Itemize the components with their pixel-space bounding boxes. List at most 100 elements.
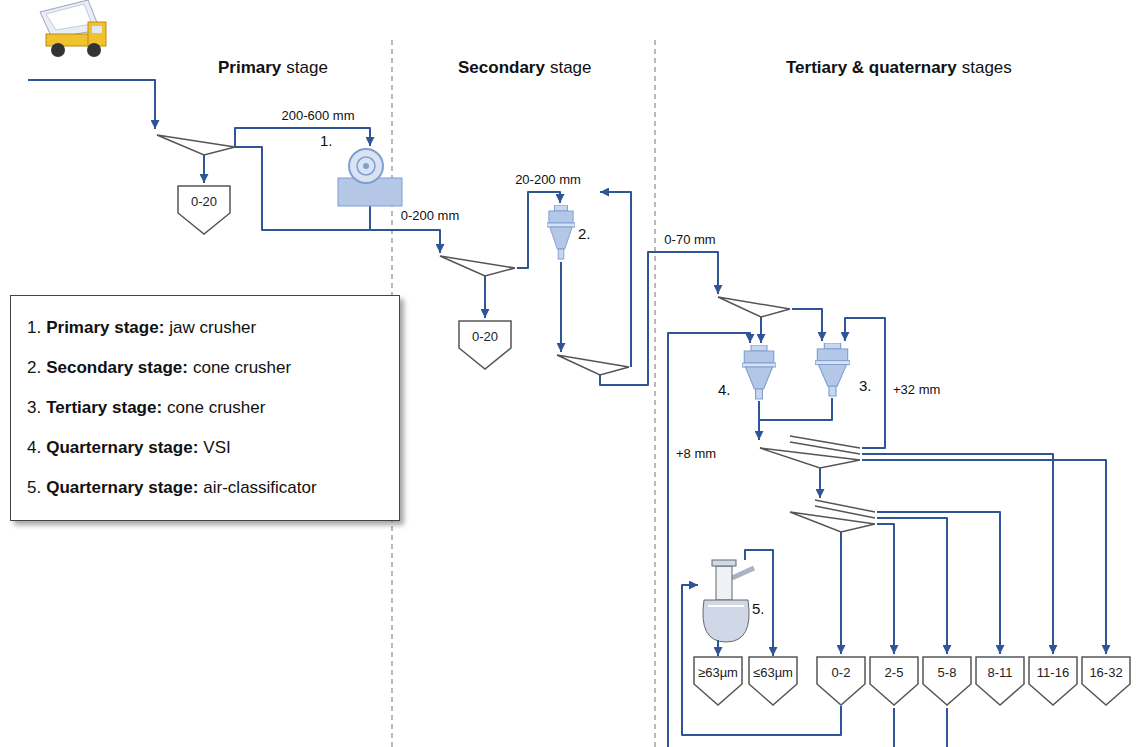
cone-crusher-icon <box>815 343 850 396</box>
legend-equipment: cone crusher <box>167 398 265 417</box>
vsi-icon <box>742 345 776 399</box>
air-classifier-icon <box>708 605 744 607</box>
flow-line <box>877 518 947 654</box>
flow-line <box>862 460 1106 654</box>
stage-divider <box>654 40 655 747</box>
callout-number: 5. <box>752 600 765 617</box>
stage-heading: stages <box>962 58 1012 78</box>
product-bin: 5-8 <box>922 656 972 706</box>
cone-crusher: 3. <box>813 343 875 400</box>
bin-outline <box>1081 656 1131 706</box>
flow-line <box>877 512 1000 654</box>
product-bin: ≥63µm <box>693 656 743 706</box>
size-label: 200-600 mm <box>282 108 355 123</box>
flow-line <box>28 80 155 129</box>
flow-line <box>668 333 750 747</box>
bin-label: 0-2 <box>832 665 851 680</box>
flow-line <box>369 206 371 230</box>
bin-label: 8-11 <box>987 665 1012 680</box>
cone-crusher-icon <box>547 205 575 259</box>
callout-number: 2. <box>578 225 591 242</box>
stage-heading: Tertiary & quaternary <box>786 58 957 78</box>
size-label: +8 mm <box>676 446 716 461</box>
flow-line <box>862 454 1053 654</box>
flow-line <box>28 80 1106 747</box>
flow-line <box>893 708 895 747</box>
bin-shape <box>1082 657 1130 705</box>
bin-shape <box>694 657 742 705</box>
flow-line <box>819 468 821 498</box>
flow-line <box>845 318 885 448</box>
flow-line <box>840 532 842 654</box>
jaw-crusher-icon <box>349 149 383 183</box>
air-classifier-icon <box>703 600 749 642</box>
dump-truck <box>92 26 102 33</box>
stage-heading: Secondary <box>458 58 545 78</box>
legend-row: 4.Quarternary stage:VSI <box>27 428 383 468</box>
screen-symbol <box>815 500 875 512</box>
bin-outline <box>869 656 919 706</box>
stage-heading: stage <box>550 58 592 78</box>
screen-symbol <box>557 355 629 375</box>
jaw-crusher: 1. <box>316 126 404 208</box>
flow-line <box>235 147 440 253</box>
bin-label: ≥63µm <box>698 665 738 680</box>
bin-shape <box>178 186 230 234</box>
flow-arrow <box>745 550 773 656</box>
legend-equipment: VSI <box>203 438 230 457</box>
bin-shape <box>976 657 1024 705</box>
bin-outline <box>975 656 1025 706</box>
stage-divider <box>392 40 655 747</box>
air-classifier-icon <box>732 568 754 578</box>
screen-symbol <box>760 448 860 468</box>
size-label: 0-70 mm <box>664 232 715 247</box>
vsi-crusher: 4. <box>714 343 778 402</box>
product-bin: 0-20 <box>177 185 231 235</box>
flow-line <box>759 398 832 420</box>
screen-symbol <box>440 256 515 276</box>
jaw-crusher-icon <box>338 149 402 206</box>
legend-row: 3.Tertiary stage:cone crusher <box>27 388 383 428</box>
screen-symbol <box>157 135 235 155</box>
bin-shape <box>459 321 511 369</box>
air-classifier-icon <box>716 566 732 600</box>
dump-truck <box>51 43 65 57</box>
dump-truck <box>40 0 106 57</box>
screen-symbol <box>718 297 790 317</box>
callout-number: 3. <box>859 377 872 394</box>
flow-line <box>792 309 822 341</box>
flow-arrow <box>717 640 719 656</box>
legend-number: 4. <box>27 438 41 457</box>
flow-line <box>946 708 948 747</box>
size-label: +32 mm <box>893 382 940 397</box>
bin-label: 5-8 <box>938 665 957 680</box>
callout-number: 4. <box>718 381 731 398</box>
product-bin: 0-2 <box>816 656 866 706</box>
bin-outline <box>816 656 866 706</box>
bin-label: 11-16 <box>1037 665 1069 680</box>
flow-line <box>600 192 631 367</box>
legend-number: 3. <box>27 398 41 417</box>
legend-box: 1.Primary stage:jaw crusher2.Secondary s… <box>10 295 400 521</box>
bin-outline <box>693 656 743 706</box>
size-label: 0-200 mm <box>401 208 460 223</box>
bin-outline <box>1028 656 1078 706</box>
air-classifier-icon <box>712 560 736 566</box>
bin-shape <box>1029 657 1077 705</box>
bin-shape <box>817 657 865 705</box>
stage-heading: Primary <box>218 58 281 78</box>
dump-truck <box>46 4 92 30</box>
flow-line <box>484 276 486 318</box>
legend-row: 2.Secondary stage:cone crusher <box>27 348 383 388</box>
legend-stage: Quarternary stage: <box>46 478 198 497</box>
dump-truck <box>87 43 101 57</box>
air-classifier-icon <box>703 560 754 642</box>
legend-equipment: jaw crusher <box>169 318 256 337</box>
screen-symbol <box>790 436 860 448</box>
bin-outline <box>177 185 231 235</box>
callout-number: 1. <box>320 132 333 149</box>
legend-equipment: air-classificator <box>203 478 316 497</box>
jaw-crusher-icon <box>363 163 369 169</box>
bin-shape <box>923 657 971 705</box>
